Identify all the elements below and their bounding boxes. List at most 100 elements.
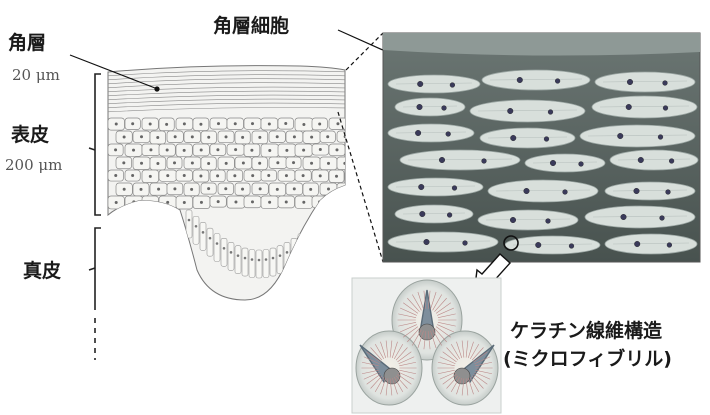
basal-cell (319, 216, 325, 244)
basal-cell (291, 238, 297, 266)
cell-nucleus (251, 122, 254, 125)
cell-nucleus (242, 161, 245, 164)
basal-cell (312, 222, 318, 250)
corneocyte-granule (452, 186, 457, 191)
cell-nucleus (225, 162, 228, 165)
cell-nucleus (335, 175, 338, 178)
cell-nucleus (217, 200, 220, 203)
cell-nucleus (216, 174, 219, 177)
cell-nucleus (132, 149, 135, 152)
corneocyte-granule (442, 106, 447, 111)
cell-nucleus (156, 162, 159, 165)
label-stratum-corneum: 角層 (8, 31, 46, 54)
cell-nucleus (217, 122, 220, 125)
corneocyte-granule (660, 216, 665, 221)
cell-nucleus (149, 148, 152, 151)
cell-nucleus (131, 174, 134, 177)
skin-cross-section (105, 66, 355, 300)
basal-cell (249, 250, 255, 278)
cell-nucleus (302, 123, 305, 126)
cell-nucleus (165, 123, 168, 126)
cell-nucleus (114, 174, 117, 177)
cell-nucleus (258, 162, 261, 165)
cell-nucleus (250, 149, 253, 152)
corneocyte-granule (579, 162, 584, 167)
cell-nucleus (199, 174, 202, 177)
basal-nucleus (272, 257, 275, 260)
corneocyte-granule (658, 135, 663, 140)
corneocyte-granule (617, 133, 623, 139)
cell-nucleus (259, 187, 262, 190)
cell-nucleus (327, 162, 330, 165)
cell-nucleus (207, 162, 210, 165)
cell-nucleus (319, 174, 322, 177)
cell-nucleus (336, 201, 339, 204)
cell-nucleus (268, 201, 271, 204)
basal-cell (270, 248, 276, 276)
cell-nucleus (335, 148, 338, 151)
cell-nucleus (276, 135, 279, 138)
cell-nucleus (233, 174, 236, 177)
cell-nucleus (216, 148, 219, 151)
corneocyte-granule (524, 188, 530, 194)
basal-cell (193, 216, 199, 244)
corneocyte-granule (517, 77, 523, 83)
label-keratin-title: ケラチン線維構造 (510, 319, 663, 342)
corneocyte-granule (663, 106, 668, 111)
basal-cell (256, 250, 262, 278)
cell-nucleus (123, 136, 126, 139)
corneocyte-granule (621, 214, 627, 220)
cell-nucleus (302, 201, 305, 204)
corneocyte-granule (507, 108, 513, 114)
cell-nucleus (310, 162, 313, 165)
cell-nucleus (268, 149, 271, 152)
label-stratum-corneum-thickness: 20 μm (12, 66, 60, 84)
cell-nucleus (122, 161, 125, 164)
corneocyte-panel (383, 33, 700, 262)
cell-nucleus (183, 174, 186, 177)
basal-cell (221, 238, 227, 266)
cell-nucleus (302, 149, 305, 152)
corneocyte-granule (634, 188, 640, 194)
corneocyte-granule (417, 104, 423, 110)
basal-nucleus (251, 258, 254, 261)
cell-nucleus (166, 174, 169, 177)
cell-nucleus (183, 122, 186, 125)
corneocyte-granule (555, 79, 560, 84)
basal-nucleus (188, 219, 191, 222)
basal-nucleus (237, 254, 240, 257)
basal-nucleus (279, 254, 282, 257)
epidermis-cell (312, 196, 327, 208)
cell-nucleus (285, 200, 288, 203)
corneocyte-granule (418, 184, 424, 190)
cell-nucleus (191, 161, 194, 164)
basal-cell (200, 222, 206, 250)
corneocyte-granule (482, 159, 487, 164)
basal-nucleus (258, 259, 261, 262)
basal-cell (263, 250, 269, 278)
corneocyte-granule (417, 81, 423, 87)
cell-nucleus (285, 174, 288, 177)
cell-nucleus (140, 188, 143, 191)
cell-nucleus (292, 161, 295, 164)
cell-nucleus (191, 135, 194, 138)
corneocyte-granule (626, 104, 632, 110)
corneocyte-granule (450, 83, 455, 88)
cell-nucleus (326, 135, 329, 138)
cell-nucleus (234, 122, 237, 125)
cell-nucleus (166, 148, 169, 151)
basal-nucleus (195, 225, 198, 228)
basal-cell (305, 228, 311, 256)
cell-nucleus (268, 122, 271, 125)
corneocyte-granule (663, 81, 668, 86)
corneocyte-granule (638, 157, 644, 163)
basal-nucleus (300, 242, 303, 245)
corneocyte-granule (424, 239, 430, 245)
corneocyte-granule (548, 110, 553, 115)
cell-nucleus (251, 174, 254, 177)
cell-nucleus (156, 136, 159, 139)
corneocyte-granule (544, 137, 549, 142)
corneocyte-granule (439, 157, 445, 163)
cell-nucleus (115, 123, 118, 126)
